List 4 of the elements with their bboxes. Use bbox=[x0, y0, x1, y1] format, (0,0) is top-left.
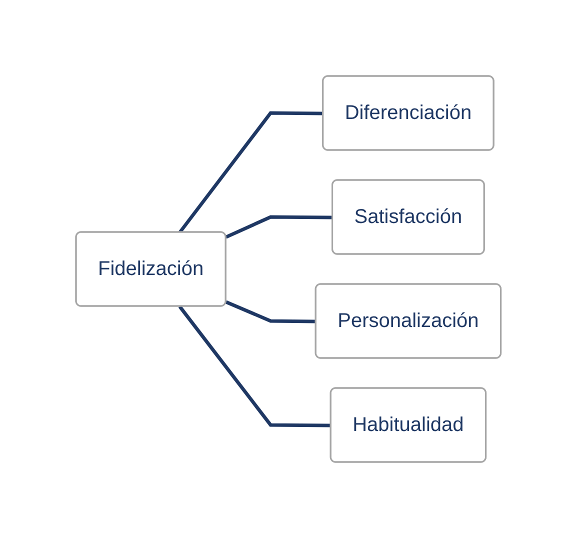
connector bbox=[178, 110, 323, 234]
connector bbox=[225, 300, 316, 323]
connector bbox=[224, 214, 332, 238]
connector bbox=[178, 304, 331, 427]
